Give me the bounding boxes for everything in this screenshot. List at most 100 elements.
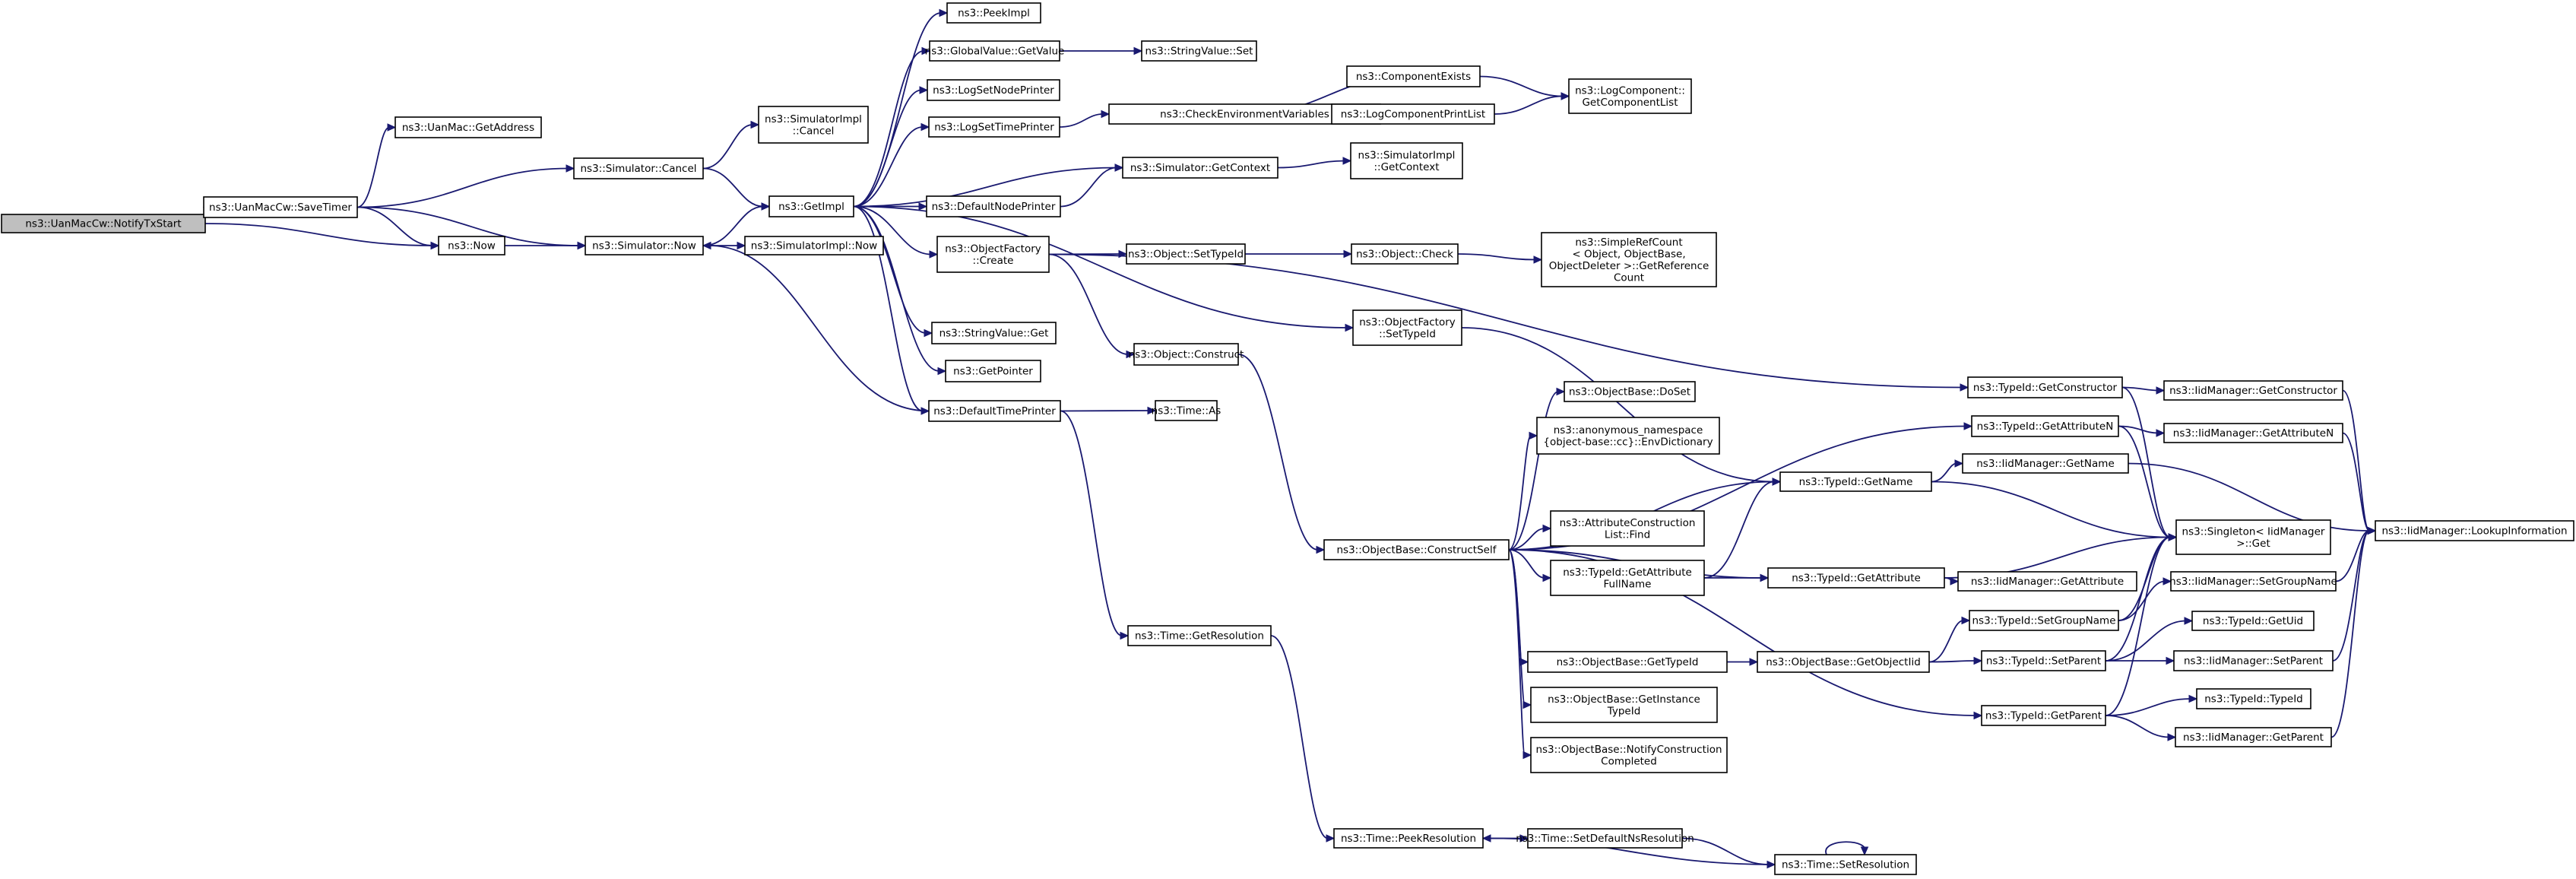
node-ns3-logsettimeprinter[interactable]: ns3::LogSetTimePrinter (928, 116, 1060, 138)
edge-line (1461, 327, 1775, 483)
node-label: ns3::TypeId::GetAttribute (1563, 566, 1692, 579)
node-ns3-typeid-setgroupname[interactable]: ns3::TypeId::SetGroupName (1969, 610, 2119, 631)
edge-line (2105, 698, 2191, 716)
node-ns3-iidmanager-getconstructor[interactable]: ns3::IidManager::GetConstructor (2163, 380, 2343, 401)
node-ns3-singleton-iidmanager-get[interactable]: ns3::Singleton< IidManager >::Get (2175, 519, 2331, 555)
node-label: ns3::LogComponent:: (1575, 84, 1685, 97)
node-ns3-typeid-getparent[interactable]: ns3::TypeId::GetParent (1981, 705, 2106, 726)
node-box (1346, 65, 1481, 87)
edge-line (2335, 530, 2370, 582)
node-ns3-typeid-getattributen[interactable]: ns3::TypeId::GetAttributeN (1971, 415, 2119, 437)
node-ns3-simulator-cancel[interactable]: ns3::Simulator::Cancel (573, 157, 704, 179)
node-ns3-iidmanager-setgroupname[interactable]: ns3::IidManager::SetGroupName (2169, 571, 2337, 592)
node-ns3-typeid-getname[interactable]: ns3::TypeId::GetName (1779, 471, 1932, 492)
edge-line (1928, 660, 1976, 663)
node-ns3-defaulttimeprinter[interactable]: ns3::DefaultTimePrinter (928, 400, 1061, 422)
node-ns3-getpointer[interactable]: ns3::GetPointer (945, 360, 1041, 382)
node-ns3-object-construct[interactable]: ns3::Object::Construct (1129, 343, 1244, 366)
arrowhead (1749, 658, 1759, 666)
arrowhead (2168, 533, 2178, 541)
node-box (945, 360, 1041, 382)
node-box (2375, 520, 2574, 541)
node-ns3-iidmanager-getattribute[interactable]: ns3::IidManager::GetAttribute (1957, 571, 2137, 592)
node-ns3-logcomponentprintlist[interactable]: ns3::LogComponentPrintList (1331, 103, 1495, 125)
node-box (203, 196, 358, 218)
node-label: ns3::TypeId::TypeId (2204, 693, 2303, 706)
node-ns3-stringvalue-set[interactable]: ns3::StringValue::Set (1141, 40, 1257, 62)
node-ns3-stringvalue-get[interactable]: ns3::StringValue::Get (931, 322, 1057, 344)
edge-line (708, 245, 930, 412)
node-ns3-time-peekresolution[interactable]: ns3::Time::PeekResolution (1333, 828, 1484, 849)
node-ns3-logcomponent-getcomponentlist[interactable]: ns3::LogComponent::GetComponentList (1568, 78, 1692, 114)
edge-line (853, 205, 1348, 328)
node-ns3-objectfactory-create[interactable]: ns3::ObjectFactory::Create (936, 236, 1050, 273)
node-ns3-typeid-getconstructor[interactable]: ns3::TypeId::GetConstructor (1967, 376, 2123, 398)
edge-n34-n34 (1825, 841, 1869, 856)
node-ns3-logsetnodeprinter[interactable]: ns3::LogSetNodePrinter (927, 79, 1060, 101)
node-ns3-objectbase-gettypeid[interactable]: ns3::ObjectBase::GetTypeId (1527, 651, 1728, 673)
edge-line (1048, 253, 1963, 389)
edge-line (853, 205, 924, 412)
node-ns3-objectfactory-settypeid[interactable]: ns3::ObjectFactory::SetTypeId (1352, 309, 1462, 346)
node-ns3-time-as[interactable]: ns3::Time::As (1152, 400, 1221, 421)
node-ns3-getimpl[interactable]: ns3::GetImpl (768, 195, 854, 217)
node-ns3-typeid-getattribute[interactable]: ns3::TypeId::GetAttribute (1767, 567, 1945, 589)
node-ns3-object-check[interactable]: ns3::Object::Check (1351, 243, 1459, 265)
node-ns3-simulatorimpl-cancel[interactable]: ns3::SimulatorImpl::Cancel (758, 106, 869, 144)
node-ns3-iidmanager-getattributen[interactable]: ns3::IidManager::GetAttributeN (2163, 423, 2343, 443)
node-box (1957, 571, 2137, 592)
node-label: List::Find (1605, 528, 1650, 541)
node-ns3-typeid-typeid[interactable]: ns3::TypeId::TypeId (2196, 688, 2311, 709)
node-ns3-iidmanager-getparent[interactable]: ns3::IidManager::GetParent (2175, 727, 2332, 747)
node-ns3-time-getresolution[interactable]: ns3::Time::GetResolution (1127, 625, 1272, 646)
arrowhead (924, 328, 933, 338)
node-ns3-simplerefcount-object-objectbase-objectdeleter-getreference-count[interactable]: ns3::SimpleRefCount< Object, ObjectBase,… (1541, 232, 1717, 287)
node-ns3-simulator-now[interactable]: ns3::Simulator::Now (585, 236, 704, 255)
edge-n0-n18 (204, 223, 440, 250)
edge-n39-n44 (1703, 573, 1770, 582)
node-ns3-iidmanager-lookupinformation[interactable]: ns3::IidManager::LookupInformation (2375, 520, 2574, 541)
node-ns3-now[interactable]: ns3::Now (438, 236, 505, 255)
node-ns3-object-settypeid[interactable]: ns3::Object::SetTypeId (1126, 243, 1246, 265)
node-ns3-uanmac-getaddress[interactable]: ns3::UanMac::GetAddress (394, 116, 542, 138)
node-ns3-componentexists[interactable]: ns3::ComponentExists (1346, 65, 1481, 87)
node-ns3-uanmaccw-savetimer[interactable]: ns3::UanMacCw::SaveTimer (203, 196, 358, 218)
node-ns3-time-setresolution[interactable]: ns3::Time::SetResolution (1774, 854, 1917, 875)
node-ns3-typeid-setparent[interactable]: ns3::TypeId::SetParent (1981, 650, 2106, 671)
node-ns3-iidmanager-setparent[interactable]: ns3::IidManager::SetParent (2173, 650, 2334, 671)
arrowhead (1973, 656, 1983, 665)
node-label: ns3::TypeId::GetAttributeN (1977, 420, 2114, 433)
node-ns3-iidmanager-getname[interactable]: ns3::IidManager::GetName (1962, 453, 2129, 474)
edge-n7-n8 (1060, 46, 1143, 56)
node-box (585, 236, 704, 255)
node-ns3-objectbase-constructself[interactable]: ns3::ObjectBase::ConstructSelf (1323, 539, 1510, 560)
node-ns3-peekimpl[interactable]: ns3::PeekImpl (946, 2, 1041, 24)
node-ns3-simulatorimpl-now[interactable]: ns3::SimulatorImpl::Now (744, 236, 884, 255)
arrowhead (1961, 616, 1971, 625)
arrowhead (1542, 573, 1552, 582)
node-label: ns3::IidManager::GetConstructor (2169, 385, 2337, 397)
node-ns3-simulatorimpl-getcontext[interactable]: ns3::SimulatorImpl::GetContext (1350, 142, 1463, 179)
node-ns3-objectbase-getobjectiid[interactable]: ns3::ObjectBase::GetObjectIid (1757, 651, 1930, 673)
node-ns3-time-setdefaultnsresolution[interactable]: ns3::Time::SetDefaultNsResolution (1516, 828, 1694, 849)
node-label: ns3::Time::PeekResolution (1341, 833, 1476, 845)
node-ns3-objectbase-notifyconstruction-completed[interactable]: ns3::ObjectBase::NotifyConstructionCompl… (1530, 737, 1728, 773)
node-ns3-anonymous-namespace-object-base-cc-envdictionary[interactable]: ns3::anonymous_namespace{object-base::cc… (1536, 417, 1720, 455)
node-ns3-defaultnodeprinter[interactable]: ns3::DefaultNodePrinter (926, 195, 1061, 217)
edge-n21-n27 (1048, 253, 1136, 359)
edge-n39-n43 (1703, 478, 1782, 579)
arrowhead (2156, 429, 2166, 437)
node-ns3-globalvalue-getvalue[interactable]: ns3::GlobalValue::GetValue (925, 40, 1065, 62)
node-ns3-typeid-getuid[interactable]: ns3::TypeId::GetUid (2191, 611, 2315, 631)
edge-line (1048, 253, 1129, 355)
node-ns3-uanmaccw-notifytxstart[interactable]: ns3::UanMacCw::NotifyTxStart (1, 214, 206, 233)
edge-line (2105, 536, 2171, 716)
arrowhead (1120, 631, 1130, 640)
node-ns3-simulator-getcontext[interactable]: ns3::Simulator::GetContext (1122, 157, 1278, 179)
node-ns3-objectbase-doset[interactable]: ns3::ObjectBase::DoSet (1564, 381, 1696, 402)
edge-n54-n61 (2342, 432, 2377, 535)
